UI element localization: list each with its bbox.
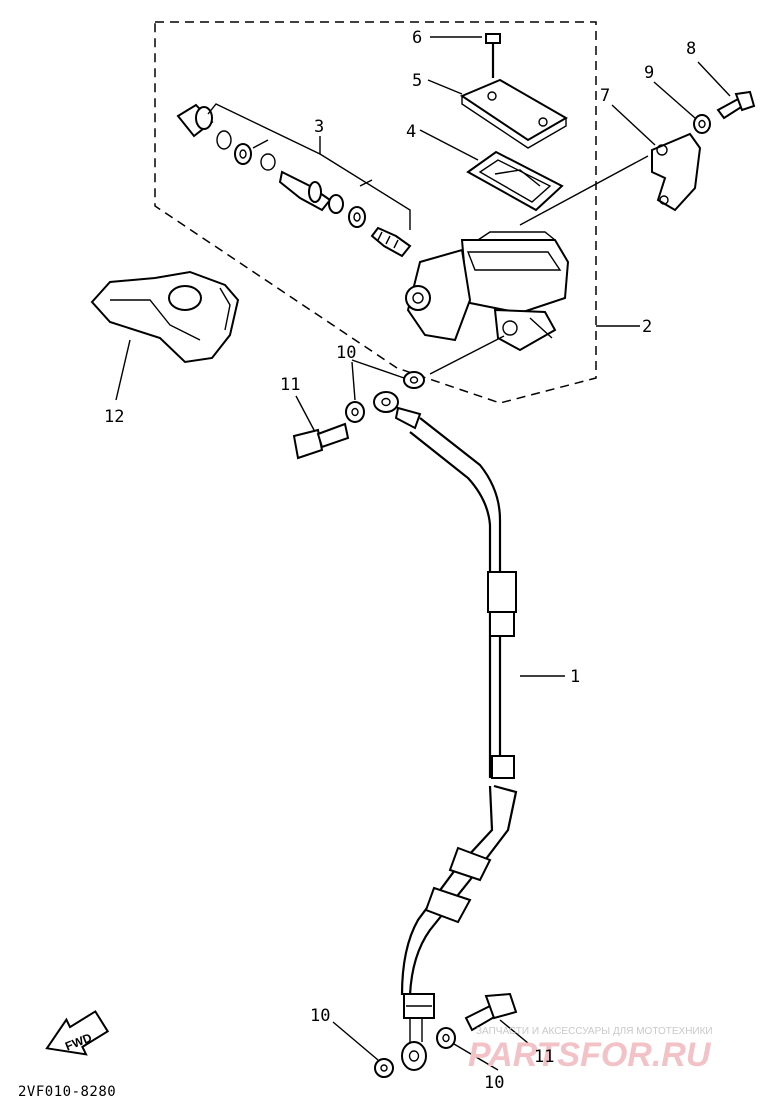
master-cylinder-body xyxy=(405,231,570,352)
drawing-code: 2VF010-8280 xyxy=(18,1084,116,1100)
copper-washer-upper-b xyxy=(345,401,365,423)
callout-12: 12 xyxy=(104,407,124,427)
copper-washer-lower-b xyxy=(436,1027,456,1049)
washer-9 xyxy=(693,114,711,134)
watermark: ЗАПЧАСТИ И АКСЕССУАРЫ ДЛЯ МОТОТЕХНИКИ PA… xyxy=(468,1026,713,1074)
callout-10-upper: 10 xyxy=(336,343,356,363)
cap-screw xyxy=(485,33,501,78)
lever-boot xyxy=(90,270,240,364)
watermark-tagline: ЗАПЧАСТИ И АКСЕССУАРЫ ДЛЯ МОТОТЕХНИКИ xyxy=(476,1026,713,1037)
callout-7: 7 xyxy=(600,86,610,106)
piston-kit xyxy=(176,103,412,258)
callout-6: 6 xyxy=(412,28,422,48)
callout-1: 1 xyxy=(570,667,580,687)
diaphragm xyxy=(466,150,564,212)
watermark-brand: PARTSFOR.RU xyxy=(468,1036,712,1074)
callout-11-upper: 11 xyxy=(280,375,300,395)
holder-bracket xyxy=(651,132,702,212)
copper-washer-upper-a xyxy=(403,371,425,389)
copper-washer-lower-a xyxy=(374,1058,394,1078)
union-bolt-upper xyxy=(292,422,350,460)
callout-4: 4 xyxy=(406,122,416,142)
bolt-8 xyxy=(716,90,756,120)
assembly-boundary xyxy=(154,21,597,404)
callout-2: 2 xyxy=(642,317,652,337)
fwd-arrow-icon: FWD xyxy=(45,1010,110,1056)
callout-11-lower: 11 xyxy=(534,1047,554,1067)
callout-10-lower-right: 10 xyxy=(484,1073,504,1093)
reservoir-cap xyxy=(459,78,568,149)
brake-hose xyxy=(373,391,518,1071)
callout-10-lower-left: 10 xyxy=(310,1006,330,1026)
callout-9: 9 xyxy=(644,63,654,83)
callout-8: 8 xyxy=(686,39,696,59)
union-bolt-lower xyxy=(464,992,518,1032)
leader-lines xyxy=(115,36,731,1071)
callout-5: 5 xyxy=(412,71,422,91)
callout-3: 3 xyxy=(314,117,324,137)
